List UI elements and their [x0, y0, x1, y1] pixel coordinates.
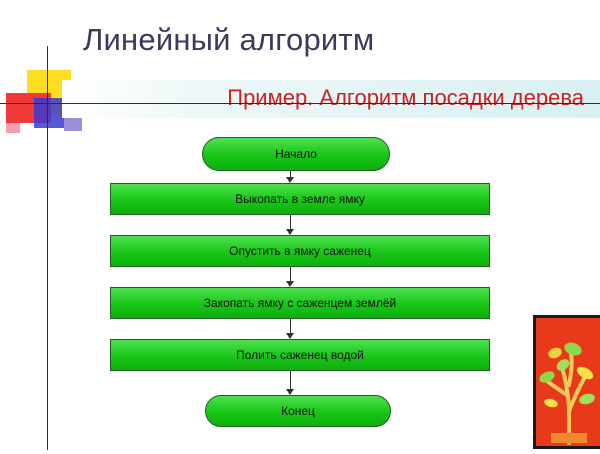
flow-arrow-head — [286, 229, 294, 235]
deco-pink-square — [6, 123, 20, 133]
flow-end: Конец — [205, 395, 391, 427]
flow-step-4: Полить саженец водой — [110, 339, 490, 371]
flow-connector — [290, 267, 291, 281]
flow-connector — [290, 171, 291, 177]
deco-horizontal-line — [0, 103, 600, 104]
flow-arrow-head — [286, 389, 294, 395]
subtitle-band: Пример. Алгоритм посадки дерева — [62, 80, 600, 118]
flow-connector — [290, 319, 291, 333]
flow-step-1: Выкопать в земле ямку — [110, 183, 490, 215]
flow-start: Начало — [202, 137, 390, 171]
flow-arrow-head — [286, 333, 294, 339]
deco-vertical-line — [47, 46, 48, 450]
flow-step-3: Закопать ямку с саженцем землёй — [110, 287, 490, 319]
slide-title: Линейный алгоритм — [83, 22, 375, 57]
slide-subtitle: Пример. Алгоритм посадки дерева — [227, 85, 584, 110]
flow-connector — [290, 371, 291, 389]
flow-step-2: Опустить в ямку саженец — [110, 235, 490, 267]
flow-arrow-head — [286, 177, 294, 183]
tree-clipart-icon — [533, 315, 600, 449]
flow-connector — [290, 215, 291, 229]
flow-arrow-head — [286, 281, 294, 287]
